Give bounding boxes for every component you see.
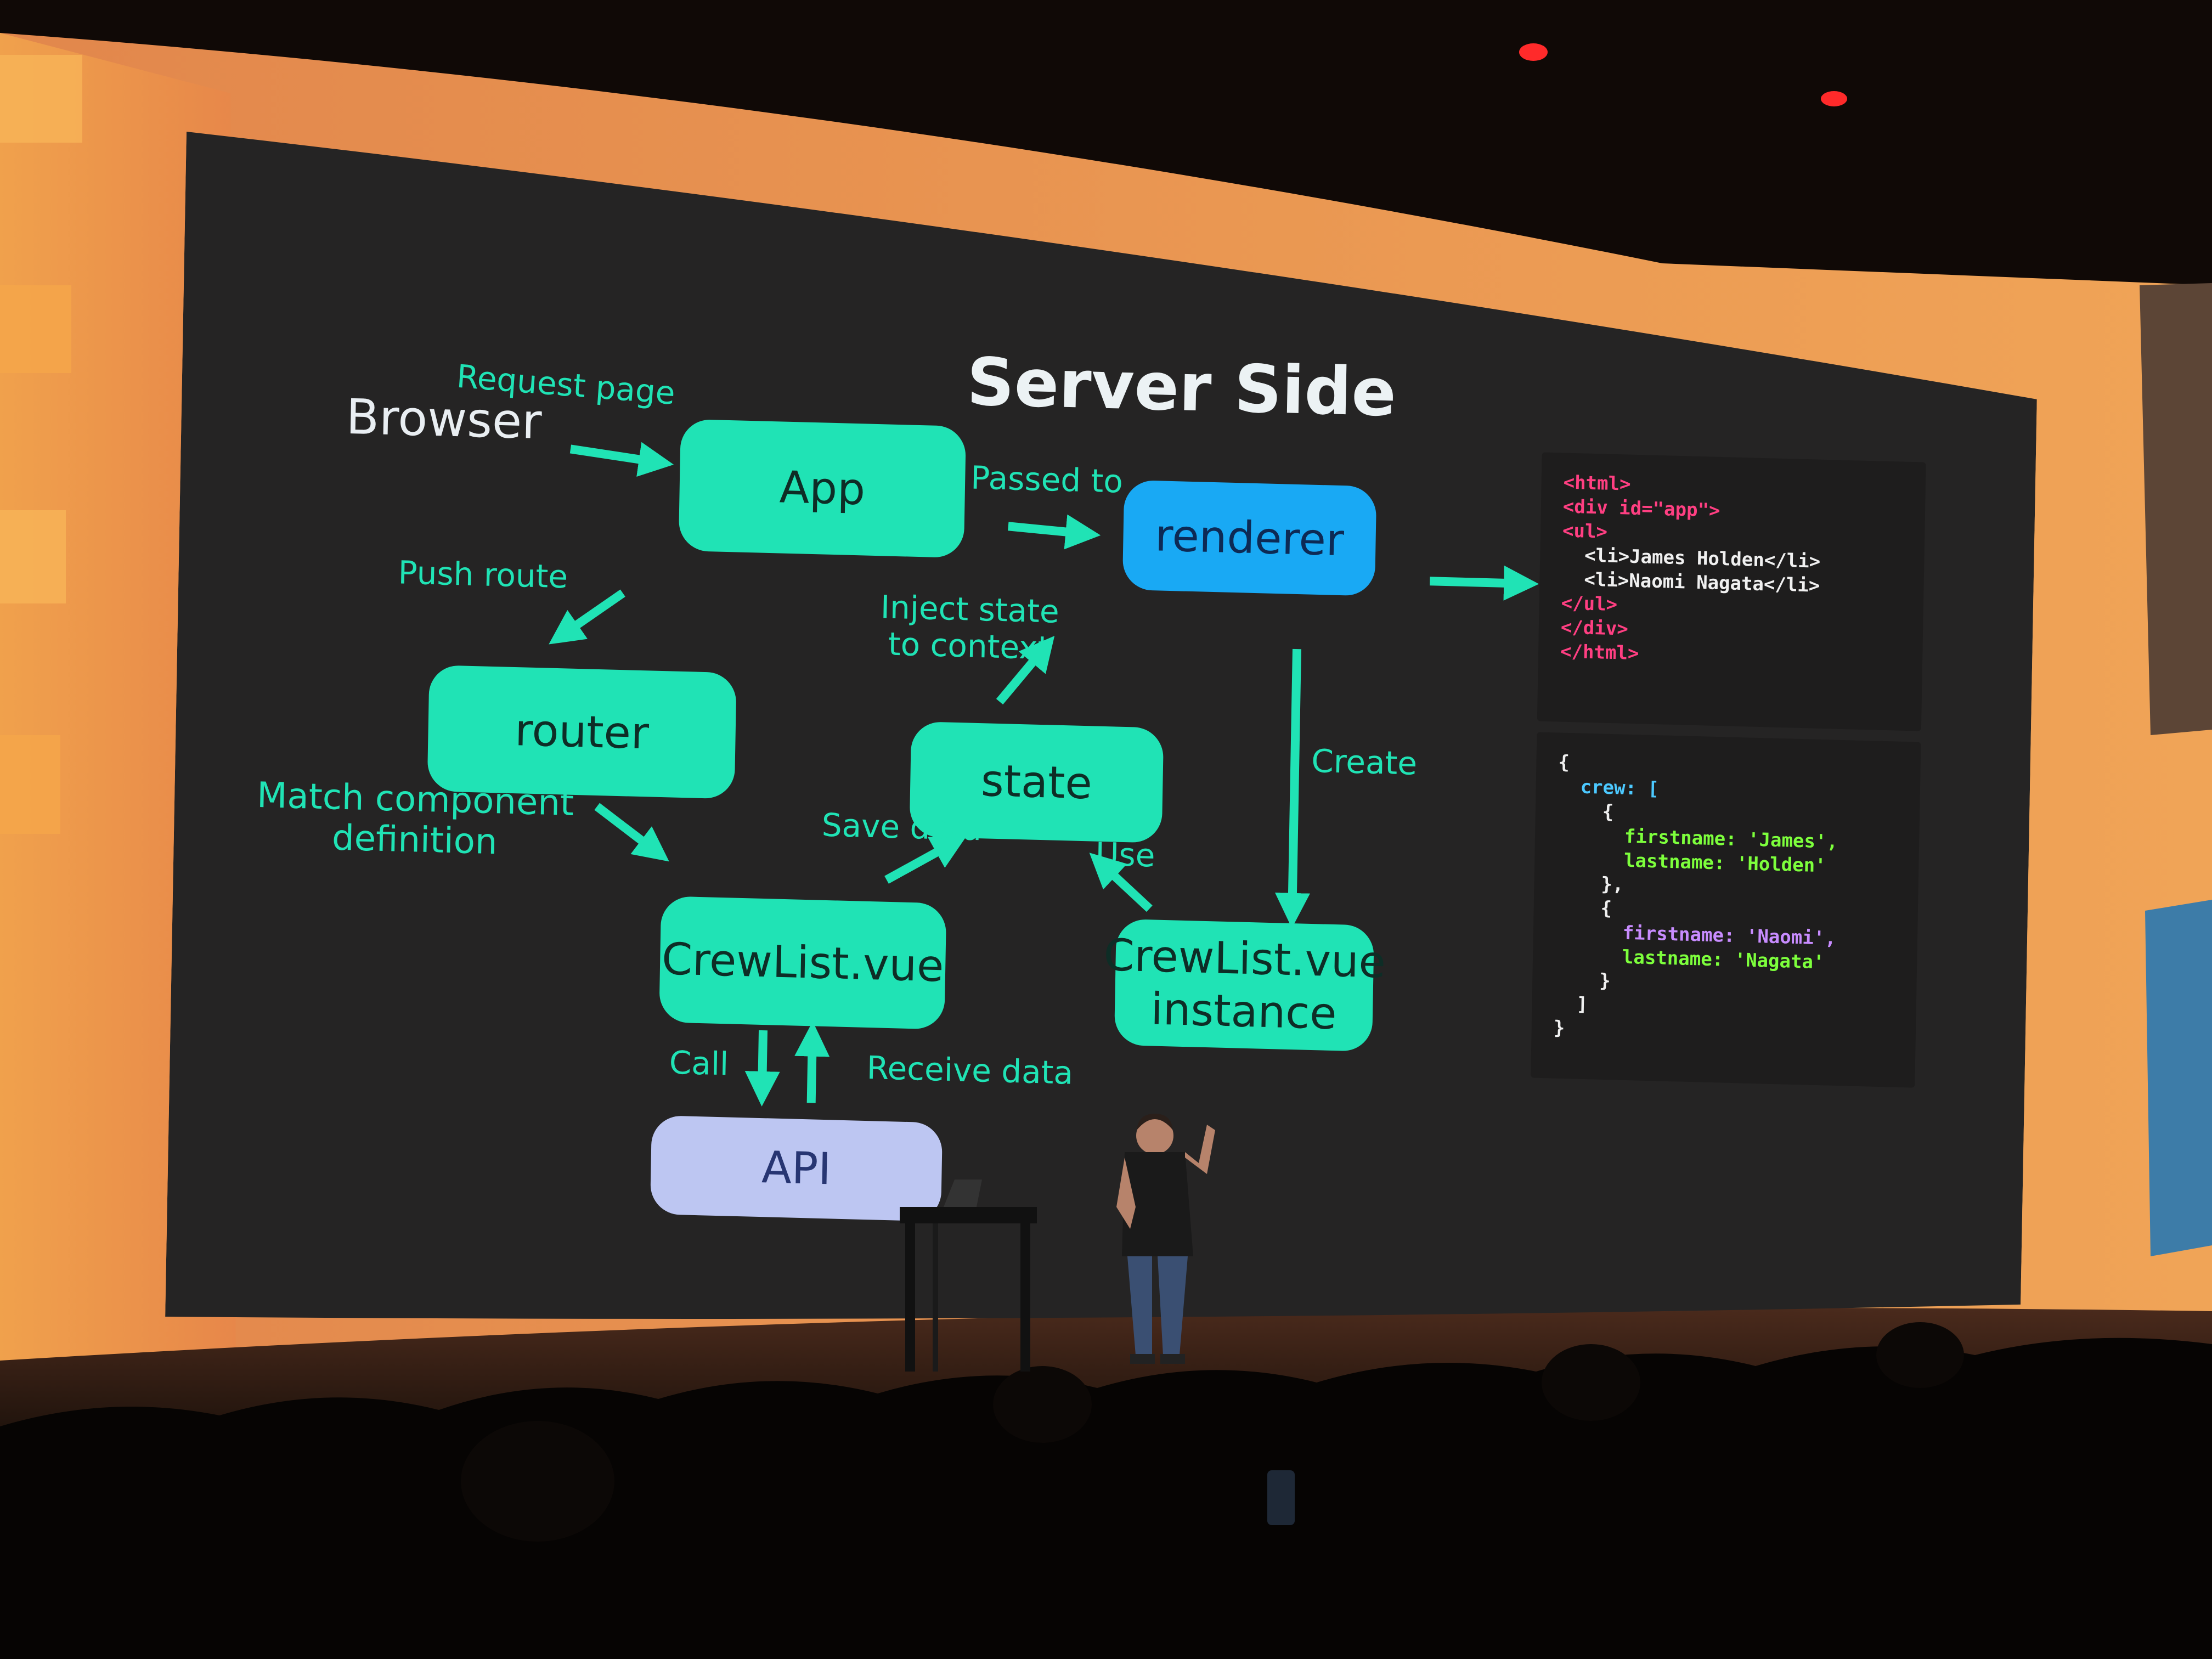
side-screen-right-top — [2140, 283, 2212, 735]
arrow-app-to-router — [549, 589, 625, 645]
audience-head — [1876, 1322, 1964, 1388]
speaker — [1116, 1114, 1215, 1364]
phone-screen — [1267, 1470, 1295, 1525]
arrow-api-to-crewlist — [794, 1021, 830, 1103]
arrow-crewlist-to-api — [744, 1030, 780, 1107]
audience-head — [993, 1366, 1092, 1443]
lectern — [900, 1180, 1037, 1372]
arrow-renderer-to-instance — [1274, 648, 1310, 928]
presentation-slide: Server Side Browser App renderer router … — [165, 132, 2041, 1365]
arrow-state-to-renderer — [996, 636, 1055, 705]
arrow-router-to-crewlist — [594, 803, 669, 862]
ceiling-light — [1519, 43, 1548, 61]
wall-stripe — [0, 735, 60, 834]
wall-stripe — [0, 510, 66, 603]
diagram-arrows — [549, 442, 1539, 1107]
audience-head — [461, 1421, 614, 1542]
ceiling-light — [1821, 91, 1847, 106]
wall-stripe — [0, 285, 71, 373]
arrow-app-to-renderer — [1008, 514, 1101, 550]
side-screen-right-bottom — [2145, 900, 2212, 1256]
audience-head — [1542, 1344, 1640, 1421]
arrow-crewlist-to-state — [884, 836, 967, 884]
arrow-renderer-to-output — [1430, 565, 1539, 601]
arrow-browser-to-app — [569, 442, 674, 477]
arrow-instance-to-state — [1089, 853, 1153, 912]
wall-stripe — [0, 55, 82, 143]
audience — [0, 1338, 2212, 1659]
